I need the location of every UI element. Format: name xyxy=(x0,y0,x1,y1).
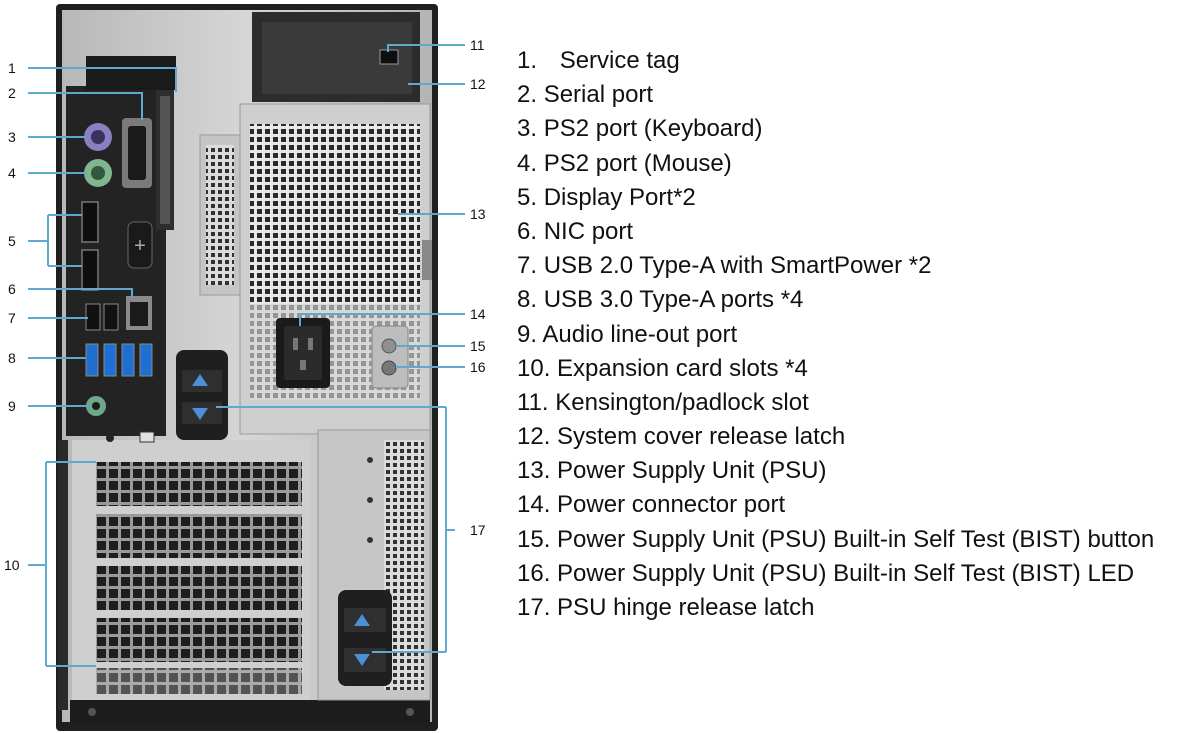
legend-number: 2. xyxy=(517,81,538,109)
legend-text: Expansion card slots *4 xyxy=(557,354,808,382)
callout-6: 6 xyxy=(8,281,16,297)
legend-number: 8. xyxy=(517,286,538,314)
legend-number: 16. xyxy=(517,559,551,587)
legend-number: 3. xyxy=(517,115,538,143)
legend-item-10: 10. Expansion card slots *4 xyxy=(517,352,1200,386)
callout-line-11 xyxy=(387,44,465,52)
psu-bist-button xyxy=(381,338,397,354)
legend-item-8: 8. USB 3.0 Type-A ports *4 xyxy=(517,283,1200,317)
legend-text: System cover release latch xyxy=(557,423,846,451)
callout-16: 16 xyxy=(470,359,486,375)
callout-line-17 xyxy=(216,406,455,653)
legend-item-14: 14. Power connector port xyxy=(517,488,1200,522)
legend-text: Power Supply Unit (PSU) Built-in Self Te… xyxy=(557,559,1135,587)
callout-5: 5 xyxy=(8,233,16,249)
legend-text: Display Port*2 xyxy=(543,183,696,211)
callout-17: 17 xyxy=(470,522,486,538)
legend-item-11: 11. Kensington/padlock slot xyxy=(517,386,1200,420)
legend-text: Kensington/padlock slot xyxy=(555,388,809,416)
legend-list: 1. Service tag 2. Serial port 3. PS2 por… xyxy=(517,44,1200,625)
middle-latch xyxy=(176,350,228,440)
callout-11: 11 xyxy=(470,37,485,53)
legend-number: 7. xyxy=(517,252,538,280)
ps2-mouse-port xyxy=(84,159,112,187)
kensington-slot xyxy=(379,49,399,65)
legend-item-13: 13. Power Supply Unit (PSU) xyxy=(517,454,1200,488)
legend-number: 6. xyxy=(517,217,538,245)
legend-item-4: 4. PS2 port (Mouse) xyxy=(517,147,1200,181)
legend-text: PS2 port (Keyboard) xyxy=(543,115,763,143)
legend-text: Power Supply Unit (PSU) xyxy=(557,457,827,485)
service-tag xyxy=(156,90,174,230)
audio-line-out-port xyxy=(86,396,106,416)
callout-line-14 xyxy=(299,313,465,326)
power-connector-port xyxy=(276,318,330,388)
legend-number: 17. xyxy=(517,594,551,621)
callout-9: 9 xyxy=(8,398,16,414)
callout-10: 10 xyxy=(4,557,20,573)
legend-item-16: 16. Power Supply Unit (PSU) Built-in Sel… xyxy=(517,557,1200,591)
callout-14: 14 xyxy=(470,306,486,322)
legend-text: USB 3.0 Type-A ports *4 xyxy=(543,286,804,314)
legend-text: USB 2.0 Type-A with SmartPower *2 xyxy=(543,252,932,280)
legend-item-9: 9. Audio line-out port xyxy=(517,318,1200,352)
legend-number: 4. xyxy=(517,149,538,177)
psu-hinge-release-latch xyxy=(338,590,392,686)
legend-text: Audio line-out port xyxy=(542,320,738,348)
legend-item-1: 1. Service tag xyxy=(517,44,1200,78)
psu-bist-led xyxy=(381,360,397,376)
legend-item-7: 7. USB 2.0 Type-A with SmartPower *2 xyxy=(517,249,1200,283)
expansion-card-slots xyxy=(72,431,310,700)
callout-8: 8 xyxy=(8,350,16,366)
legend-number: 15. xyxy=(517,525,551,553)
legend-number: 12. xyxy=(517,423,551,451)
serial-port xyxy=(122,118,152,188)
ps2-keyboard-port xyxy=(84,123,112,151)
callout-line-5 xyxy=(28,214,82,267)
psu-bist-panel xyxy=(371,325,409,389)
legend-item-2: 2. Serial port xyxy=(517,78,1200,112)
legend-number: 5. xyxy=(517,183,538,211)
legend-text: NIC port xyxy=(543,217,634,245)
callout-numbers: 1 2 3 4 5 6 7 8 9 10 11 12 13 14 15 16 1… xyxy=(4,37,486,573)
legend-item-17: 17. PSU hinge release latch xyxy=(517,591,1200,625)
legend-item-5: 5. Display Port*2 xyxy=(517,181,1200,215)
legend-text: Serial port xyxy=(543,81,654,109)
legend-number: 1. xyxy=(517,47,538,74)
callout-4: 4 xyxy=(8,165,16,181)
callout-12: 12 xyxy=(470,76,486,92)
legend-text: PS2 port (Mouse) xyxy=(543,149,732,177)
callout-3: 3 xyxy=(8,129,16,145)
legend-text: PSU hinge release latch xyxy=(557,594,815,621)
nic-port xyxy=(126,296,152,330)
usb3-ports xyxy=(85,343,153,377)
legend-number: 11. xyxy=(517,388,549,416)
usb2-ports xyxy=(85,303,119,331)
callout-1: 1 xyxy=(8,60,16,76)
legend-text: Power Supply Unit (PSU) Built-in Self Te… xyxy=(557,525,1155,553)
callout-line-2 xyxy=(28,92,143,120)
legend-number: 9. xyxy=(517,320,538,348)
callout-line-1 xyxy=(28,67,177,92)
callout-lines xyxy=(28,44,465,667)
legend-text: Power connector port xyxy=(557,491,786,519)
legend-item-15: 15. Power Supply Unit (PSU) Built-in Sel… xyxy=(517,523,1200,557)
computer-rear-diagram: + xyxy=(4,4,486,731)
callout-line-10 xyxy=(28,461,96,667)
callout-7: 7 xyxy=(8,310,16,326)
callout-line-6 xyxy=(28,288,133,298)
callout-13: 13 xyxy=(470,206,486,222)
legend-text: Service tag xyxy=(559,47,680,74)
legend-item-12: 12. System cover release latch xyxy=(517,420,1200,454)
legend-item-3: 3. PS2 port (Keyboard) xyxy=(517,112,1200,146)
legend-number: 13. xyxy=(517,457,551,485)
legend-number: 10. xyxy=(517,354,551,382)
expansion-bracket xyxy=(199,134,241,296)
callout-15: 15 xyxy=(470,338,486,354)
legend-item-6: 6. NIC port xyxy=(517,215,1200,249)
legend-number: 14. xyxy=(517,491,551,519)
svg-text:+: + xyxy=(134,235,146,257)
display-ports: + xyxy=(81,201,153,291)
callout-2: 2 xyxy=(8,85,16,101)
